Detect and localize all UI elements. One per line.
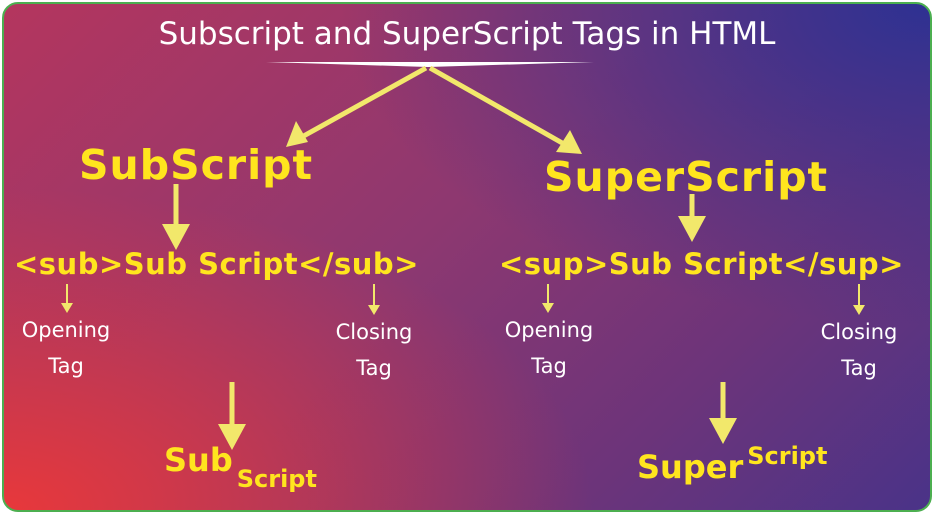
arrow-down-icon <box>542 284 554 313</box>
superscript-closing-label: Closing Tag <box>820 320 898 380</box>
arrow-diagonal-icon <box>428 65 582 154</box>
arrow-diagonal-icon <box>286 65 428 147</box>
superscript-heading: SuperScript <box>544 153 829 201</box>
subscript-opening-label: Opening Tag <box>21 318 111 378</box>
arrow-down-icon <box>368 284 380 315</box>
title-underline <box>266 62 594 67</box>
subscript-result-main: Sub <box>164 441 233 479</box>
arrow-down-icon <box>853 284 865 315</box>
arrow-down-icon <box>678 194 706 242</box>
arrow-down-icon <box>218 382 246 450</box>
page-title: Subscript and SuperScript Tags in HTML <box>158 16 776 52</box>
superscript-code: <sup>Sub Script</sup> <box>499 247 904 281</box>
subscript-heading: SubScript <box>79 141 314 189</box>
superscript-result-small: Script <box>747 442 828 470</box>
subscript-code: <sub>Sub Script</sub> <box>14 247 419 281</box>
arrow-down-icon <box>709 382 737 444</box>
subscript-result-small: Script <box>236 465 317 493</box>
superscript-result-main: Super <box>637 448 744 486</box>
subscript-closing-label: Closing Tag <box>335 320 413 380</box>
arrow-down-icon <box>162 184 190 250</box>
superscript-opening-label: Opening Tag <box>504 318 594 378</box>
arrow-down-icon <box>61 284 73 313</box>
arrows-layer <box>61 62 865 450</box>
